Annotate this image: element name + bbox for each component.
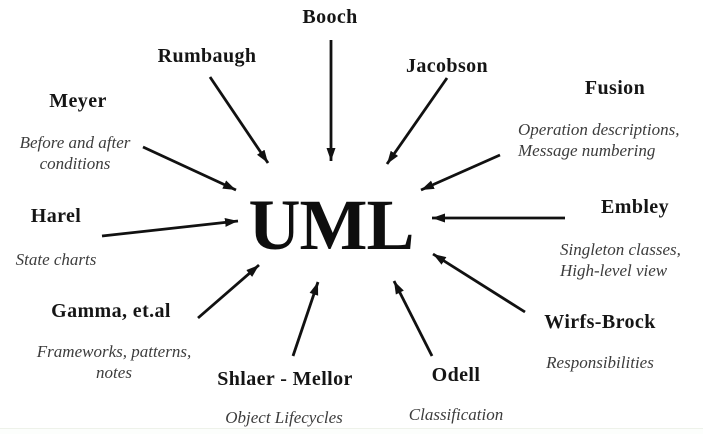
- label-gamma: Gamma, et.al: [51, 300, 171, 322]
- note-odell-line1: Classification: [408, 405, 504, 424]
- label-fusion: Fusion: [584, 77, 646, 99]
- note-gamma-line1: Frameworks, patterns,: [36, 342, 192, 361]
- label-meyer: Meyer: [49, 90, 107, 112]
- note-harel: State charts: [16, 249, 97, 270]
- note-odell: Classification: [409, 404, 503, 425]
- note-meyer: Before and after conditions: [20, 132, 131, 174]
- arrow-shlaer-mellor: [291, 281, 320, 357]
- label-odell: Odell: [431, 364, 481, 386]
- uml-center-title: UML: [248, 185, 415, 265]
- note-gamma-line2: notes: [96, 363, 132, 382]
- note-shlaer-mellor: Object Lifecycles: [225, 407, 343, 428]
- note-wirfs-brock-line1: Responsibilities: [546, 353, 654, 372]
- arrow-wirfs-brock: [432, 252, 526, 314]
- note-harel-line1: State charts: [15, 250, 97, 269]
- label-jacobson: Jacobson: [405, 55, 489, 77]
- note-embley: Singleton classes, High-level view: [560, 239, 681, 281]
- arrow-gamma-et-al: [197, 263, 260, 320]
- bottom-hairline: [0, 428, 703, 434]
- note-fusion: Operation descriptions, Message numberin…: [518, 119, 680, 161]
- note-meyer-line1: Before and after: [19, 133, 131, 152]
- note-meyer-line2: conditions: [39, 154, 111, 173]
- arrow-meyer: [142, 145, 237, 192]
- label-embley: Embley: [601, 196, 669, 218]
- label-harel: Harel: [30, 205, 82, 227]
- note-embley-line1: Singleton classes,: [560, 240, 681, 259]
- arrow-harel: [101, 217, 239, 238]
- note-shlaer-mellor-line1: Object Lifecycles: [225, 408, 343, 427]
- arrow-jacobson: [385, 77, 449, 165]
- note-fusion-line2: Message numbering: [518, 141, 656, 160]
- label-rumbaugh: Rumbaugh: [157, 45, 257, 67]
- note-embley-line2: High-level view: [560, 261, 668, 280]
- note-gamma: Frameworks, patterns, notes: [37, 341, 191, 383]
- label-wirfs-brock: Wirfs-Brock: [544, 311, 656, 333]
- arrow-rumbaugh: [208, 76, 270, 164]
- note-fusion-line1: Operation descriptions,: [518, 120, 680, 139]
- note-wirfs-brock: Responsibilities: [546, 352, 654, 373]
- arrow-fusion: [420, 153, 501, 192]
- arrow-odell: [392, 280, 434, 357]
- label-shlaer-mellor: Shlaer - Mellor: [217, 368, 353, 390]
- label-booch: Booch: [302, 6, 358, 28]
